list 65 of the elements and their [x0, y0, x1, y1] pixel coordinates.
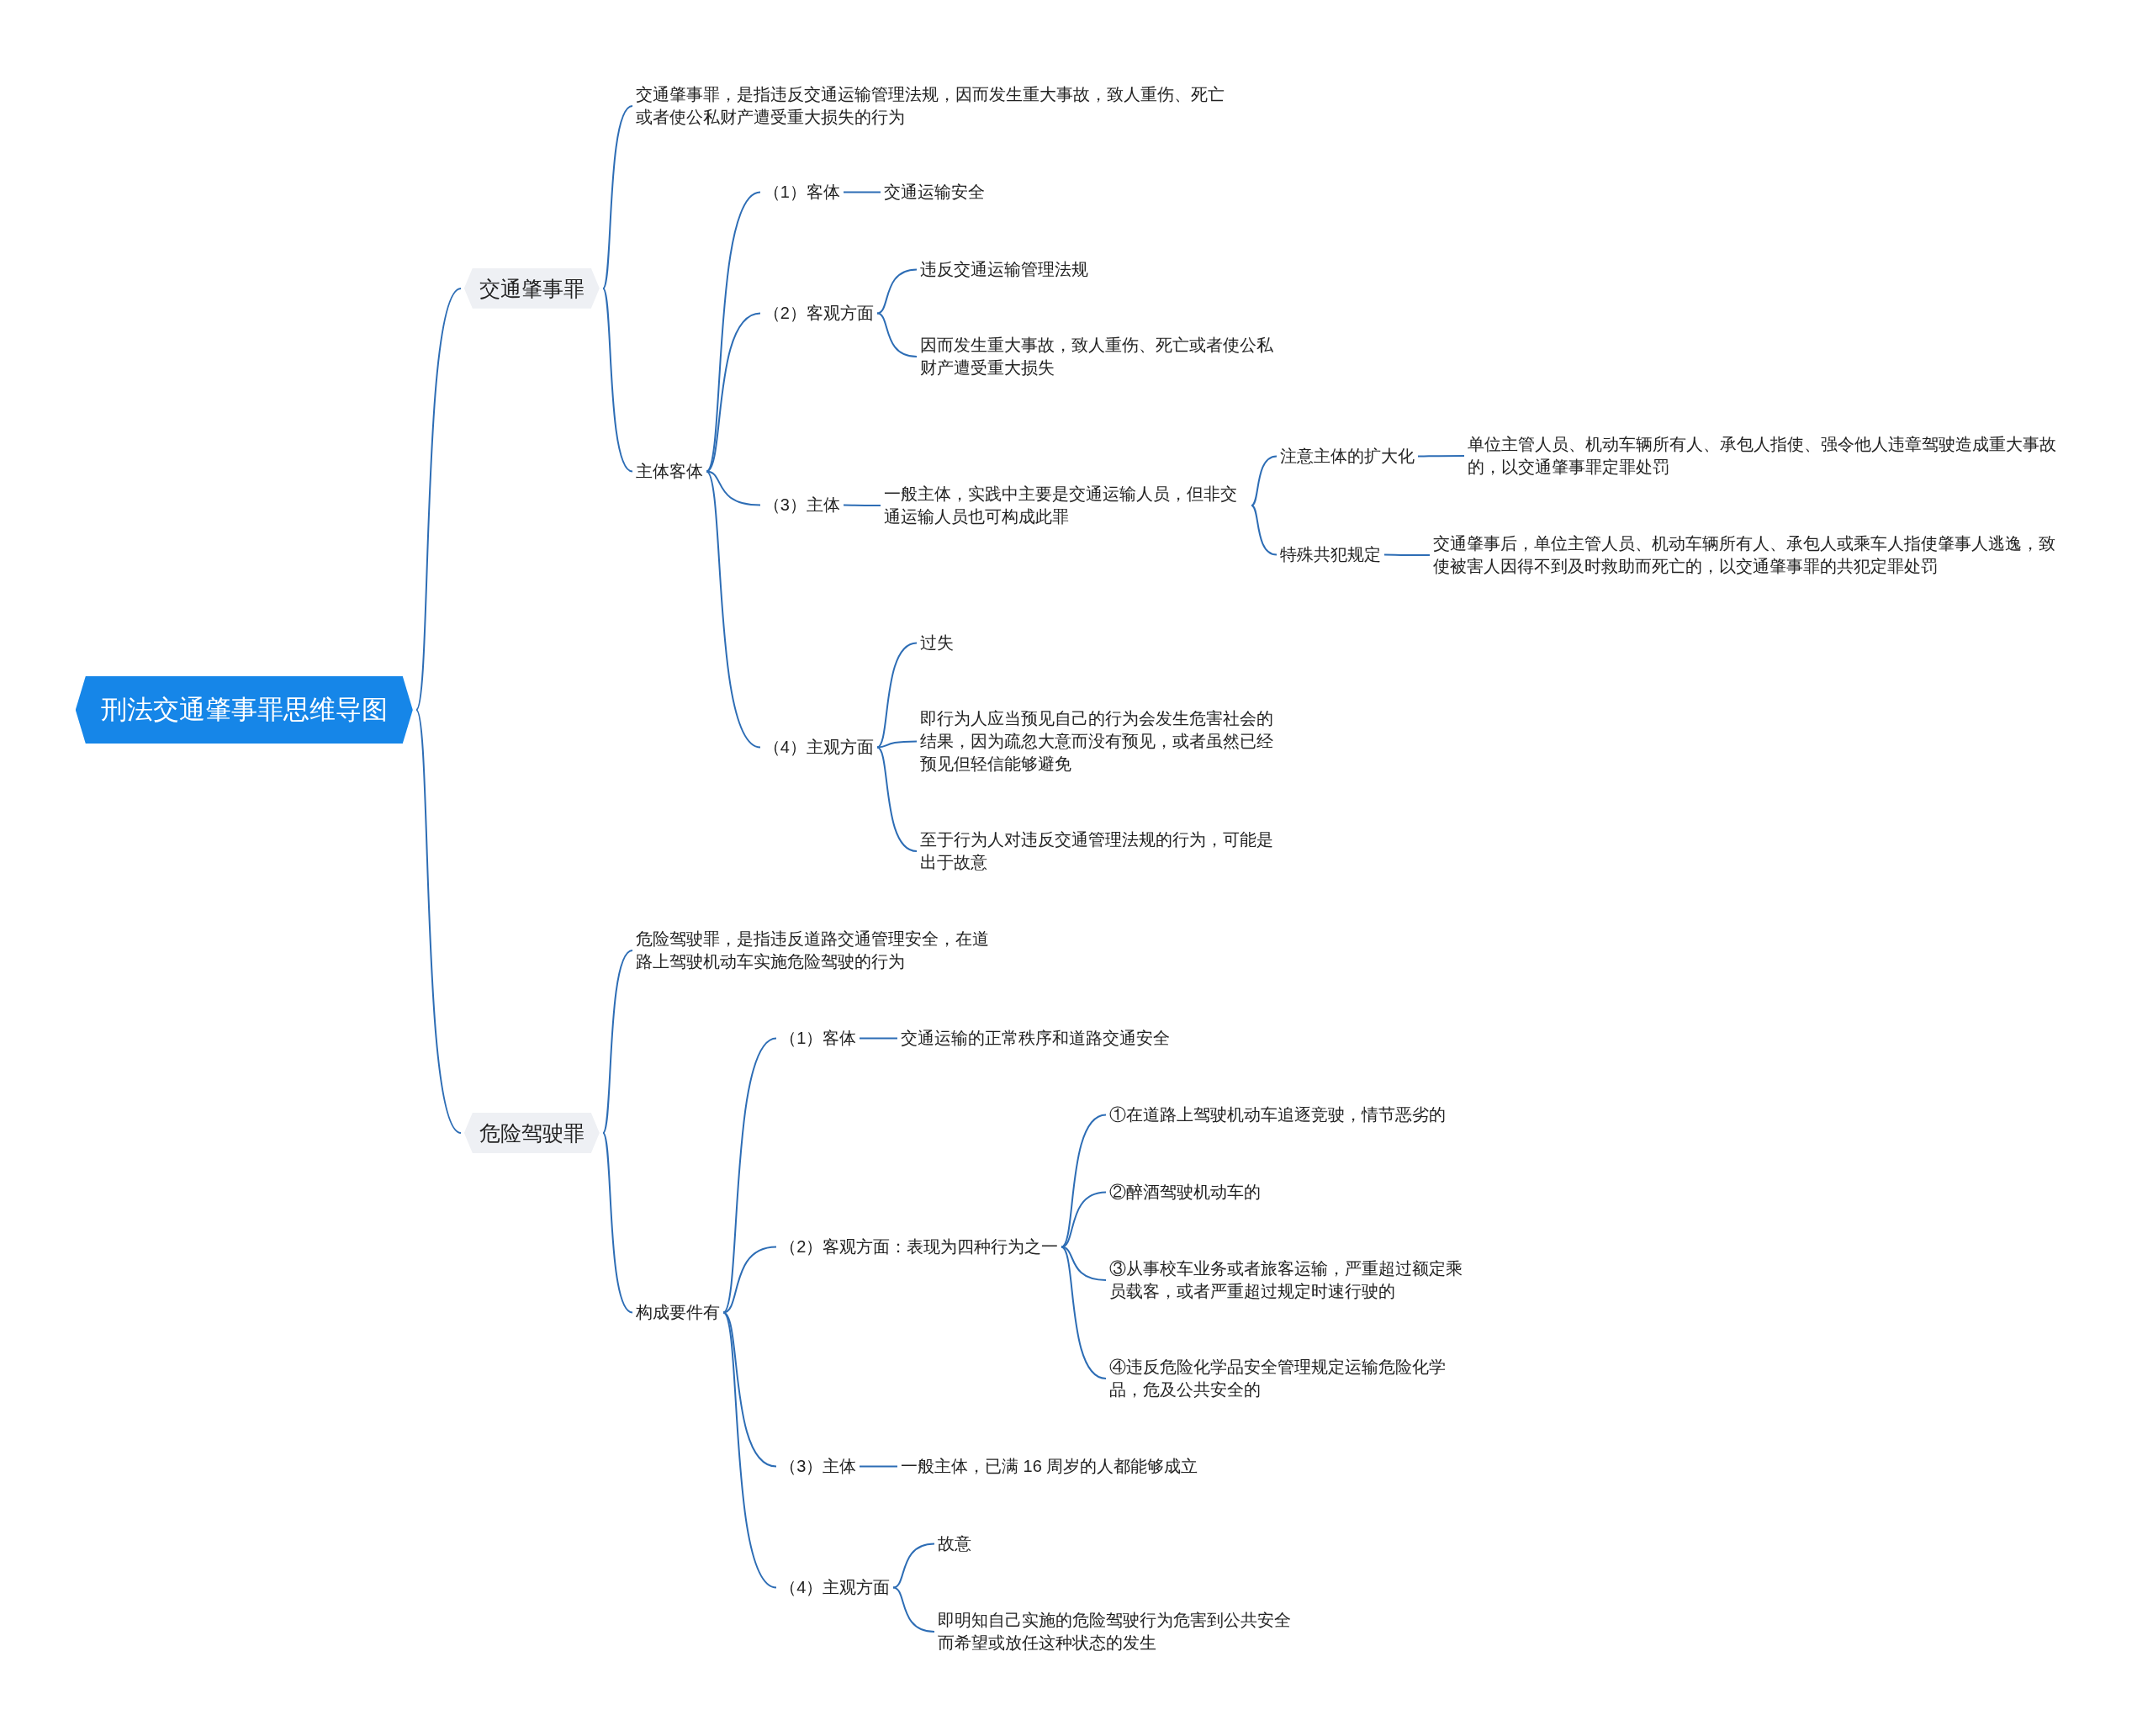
connector-line — [415, 709, 462, 1134]
topic-text: （4）主观方面 — [763, 735, 874, 759]
topic-text: （4）主观方面 — [780, 1575, 891, 1599]
topic-text: 违反交通运输管理法规 — [919, 257, 1088, 281]
topic-text: （1）客体 — [780, 1026, 857, 1050]
topic-text: 一般主体，实践中主要是交通运输人员，但非交通运输人员也可构成此罪 — [884, 482, 1249, 528]
topic-text: （2）客观方面 — [763, 301, 874, 325]
connector-line — [1383, 553, 1431, 556]
topic-text: 即明知自己实施的危险驾驶行为危害到公共安全而希望或放任这种状态的发生 — [938, 1608, 1298, 1654]
topic-text: ①在道路上驾驶机动车追逐竞驶，情节恶劣的 — [1109, 1104, 1447, 1127]
topic-text: 交通运输安全 — [884, 181, 986, 204]
topic-text: （2）客观方面：表现为四种行为之一 — [780, 1235, 1059, 1258]
connector-line — [892, 1543, 935, 1589]
topic-text: 特殊共犯规定 — [1279, 543, 1381, 567]
connector-line — [722, 1037, 777, 1314]
topic-text: ④违反危险化学品安全管理规定运输危险化学品，危及公共安全的 — [1109, 1356, 1469, 1402]
topic-text: ③从事校车业务或者旅客运输，严重超过额定乘员载客，或者严重超过规定时速行驶的 — [1109, 1257, 1469, 1303]
topic-text: 注意主体的扩大化 — [1279, 444, 1415, 468]
topic-text: 主体客体 — [635, 459, 703, 483]
connector-line — [602, 1132, 633, 1314]
connector-line — [1061, 1114, 1107, 1248]
connector-line — [892, 1586, 935, 1633]
topic-text: 单位主管人员、机动车辆所有人、承包人指使、强令他人违章驾驶造成重大事故的，以交通肇事罪定罪处罚 — [1468, 433, 2066, 479]
topic-text: （3）主体 — [763, 494, 840, 517]
connector-line — [1061, 1191, 1107, 1248]
connector-line — [706, 470, 761, 749]
connector-line — [876, 740, 918, 749]
topic-text: 故意 — [938, 1532, 972, 1555]
connector-line — [1061, 1246, 1107, 1379]
connector-line — [602, 288, 633, 473]
topic-text: 构成要件有 — [635, 1301, 720, 1325]
topic-text: 即行为人应当预见自己的行为会发生危害社会的结果，因为疏忽大意而没有预见，或者虽然已经预见但轻信能够避免 — [919, 707, 1280, 776]
topic-text: （3）主体 — [780, 1455, 857, 1479]
topic-text: （1）客体 — [763, 181, 840, 204]
connector-line — [415, 288, 462, 711]
connector-line — [876, 746, 918, 852]
connector-line — [722, 1311, 777, 1468]
connector-line — [843, 191, 881, 193]
main-topic: 危险驾驶罪 — [463, 1112, 600, 1153]
connector-line — [1251, 505, 1278, 556]
connector-line — [1417, 455, 1465, 458]
connector-line — [876, 268, 918, 315]
connector-line — [722, 1246, 777, 1314]
topic-text: 交通肇事罪，是指违反交通运输管理法规，因而发生重大事故，致人重伤、死亡或者使公私财产遭受重大损失的行为 — [635, 82, 1226, 129]
main-topic: 交通肇事罪 — [463, 267, 600, 309]
connector-line — [843, 504, 881, 506]
connector-line — [859, 1037, 898, 1040]
connector-line — [722, 1311, 777, 1589]
connector-line — [706, 312, 761, 473]
root-topic: 刑法交通肇事罪思维导图 — [75, 676, 413, 744]
topic-text: 因而发生重大事故，致人重伤、死亡或者使公私财产遭受重大损失 — [919, 334, 1280, 380]
topic-text: 危险驾驶罪，是指违反道路交通管理安全，在道路上驾驶机动车实施危险驾驶的行为 — [635, 927, 996, 973]
connector-line — [602, 105, 633, 289]
topic-text: 一般主体，已满 16 周岁的人都能够成立 — [901, 1455, 1198, 1479]
connector-line — [602, 950, 633, 1134]
connector-line — [876, 642, 918, 749]
connector-line — [876, 312, 918, 357]
connector-line — [1251, 455, 1278, 506]
topic-text: ②醉酒驾驶机动车的 — [1109, 1180, 1262, 1204]
connector-line — [706, 470, 761, 506]
topic-text: 交通运输的正常秩序和道路交通安全 — [901, 1026, 1170, 1050]
topic-text: 交通肇事后，单位主管人员、机动车辆所有人、承包人或乘车人指使肇事人逃逸，致使被害人因得不到及时救助而死亡的，以交通肇事罪的共犯定罪处罚 — [1433, 532, 2068, 578]
topic-text: 过失 — [919, 631, 954, 654]
connector-line — [859, 1465, 898, 1468]
topic-text: 至于行为人对违反交通管理法规的行为，可能是出于故意 — [919, 828, 1280, 875]
